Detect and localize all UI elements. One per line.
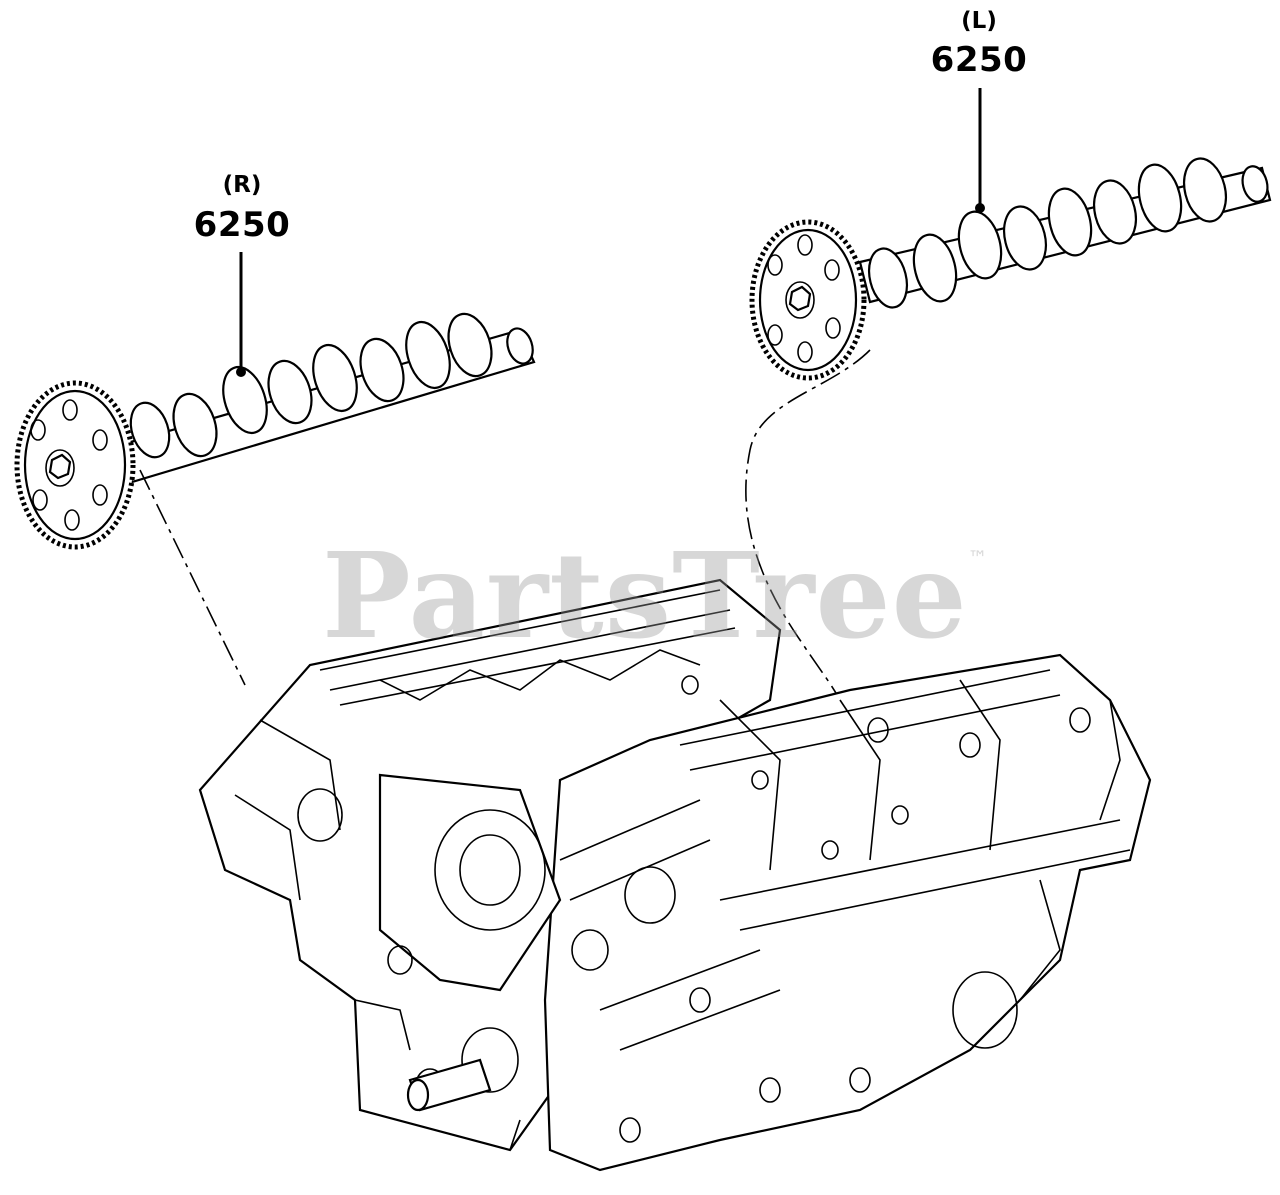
- camshaft-right: [14, 312, 536, 550]
- camshaft-left-sprocket: [749, 219, 867, 381]
- camshaft-left-lobes: [867, 157, 1269, 309]
- callout-left-side: (L): [961, 8, 997, 34]
- camshaft-left: [749, 157, 1272, 381]
- engine-block: [198, 578, 1152, 1172]
- callout-right-part-number: 6250: [193, 205, 291, 245]
- install-path-left: [745, 349, 871, 721]
- camshaft-right-lobes: [129, 312, 534, 459]
- callout-left-dot: [975, 203, 985, 213]
- callout-right-dot: [236, 367, 246, 377]
- install-path-right: [139, 469, 246, 686]
- camshaft-right-sprocket: [14, 380, 136, 550]
- callout-right-side: (R): [222, 172, 262, 198]
- callout-left-part-number: 6250: [930, 40, 1028, 80]
